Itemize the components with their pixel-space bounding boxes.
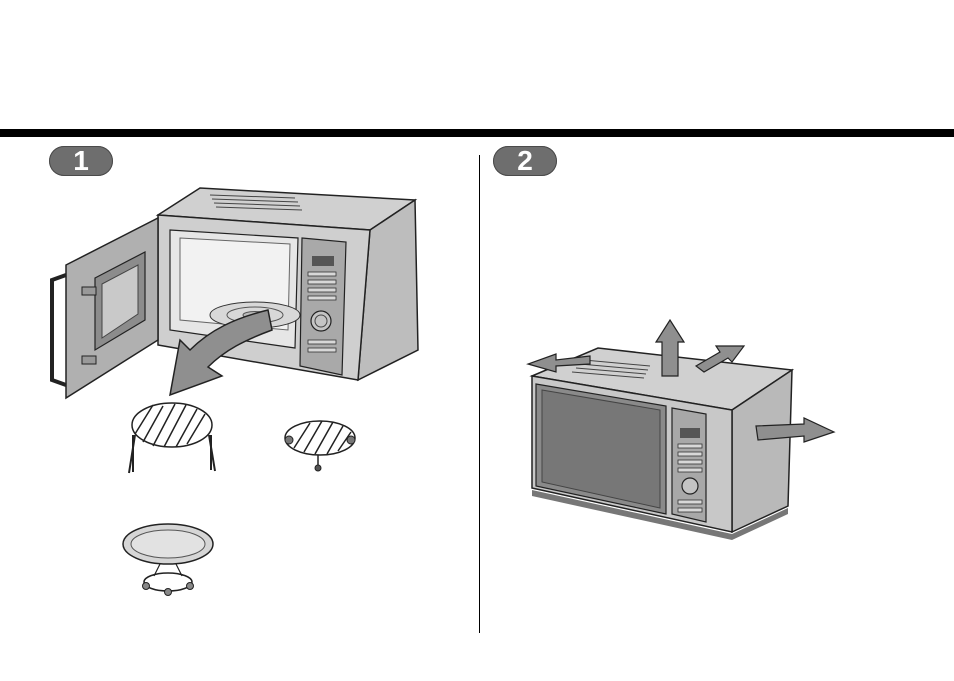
header-rule	[0, 129, 954, 137]
turntable-illustration	[120, 520, 220, 596]
microwave-ventilation-illustration	[520, 318, 840, 543]
high-rack-illustration	[123, 400, 223, 480]
microwave-open-door-illustration	[40, 180, 430, 400]
step-2-badge: 2	[493, 146, 557, 176]
step-1-badge: 1	[49, 146, 113, 176]
low-rack-illustration	[280, 418, 360, 476]
column-divider	[479, 155, 480, 633]
